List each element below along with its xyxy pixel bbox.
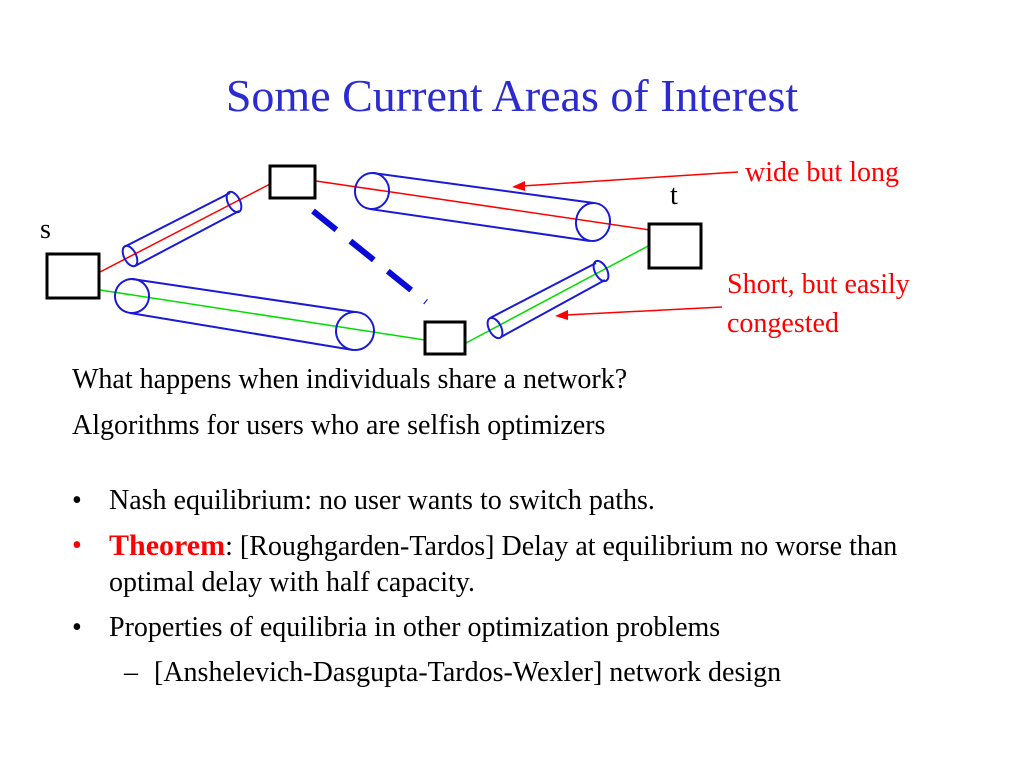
arrow-wide-but-long [512, 171, 739, 191]
bullet-nash-text: Nash equilibrium: no user wants to switc… [109, 485, 655, 516]
bullet-mark: • [72, 485, 82, 516]
arrow-short-but-congested [555, 306, 723, 320]
bullet-properties: • Properties of equilibria in other opti… [72, 610, 972, 646]
annotation-short-line2: congested [727, 308, 839, 339]
capacity-tube-s-bottom [114, 278, 375, 351]
capacity-tube-s-top [121, 190, 243, 268]
edge-s-bottom [99, 289, 426, 341]
node-t-box [647, 222, 703, 270]
bullet-list: • Nash equilibrium: no user wants to swi… [72, 483, 972, 691]
node-s-label: s [40, 214, 51, 245]
network-diagram [45, 164, 739, 356]
capacity-tube-top-t [353, 172, 612, 242]
sub-bullet-mark: – [124, 657, 138, 688]
bullet-properties-text: Properties of equilibria in other optimi… [109, 612, 721, 643]
dashed-edge [311, 208, 428, 305]
edge-top-t [315, 180, 651, 231]
node-s-box [45, 252, 101, 300]
bullet-theorem-text: : [Roughgarden-Tardos] Delay at equilibr… [109, 531, 898, 598]
sub-bullet-network-design: – [Anshelevich-Dasgupta-Tardos-Wexler] n… [72, 655, 972, 691]
slide-title: Some Current Areas of Interest [225, 70, 799, 121]
capacity-tube-bottom-t [486, 259, 610, 340]
node-bottom-box [423, 320, 467, 356]
bullet-theorem: • Theorem: [Roughgarden-Tardos] Delay at… [72, 528, 972, 601]
bullet-nash: • Nash equilibrium: no user wants to swi… [72, 483, 972, 519]
bullet-mark: • [72, 530, 82, 561]
edge-bottom-t [465, 244, 651, 344]
node-t-label: t [670, 180, 678, 211]
edge-s-top [99, 182, 273, 273]
body-algorithms: Algorithms for users who are selfish opt… [72, 410, 606, 441]
theorem-keyword: Theorem [109, 529, 226, 562]
annotation-wide-but-long: wide but long [745, 157, 899, 188]
bullet-mark: • [72, 612, 82, 643]
body-question: What happens when individuals share a ne… [72, 364, 628, 395]
annotation-short-line1: Short, but easily [727, 269, 910, 300]
node-top-box [268, 164, 317, 200]
sub-bullet-network-design-text: [Anshelevich-Dasgupta-Tardos-Wexler] net… [154, 657, 782, 688]
